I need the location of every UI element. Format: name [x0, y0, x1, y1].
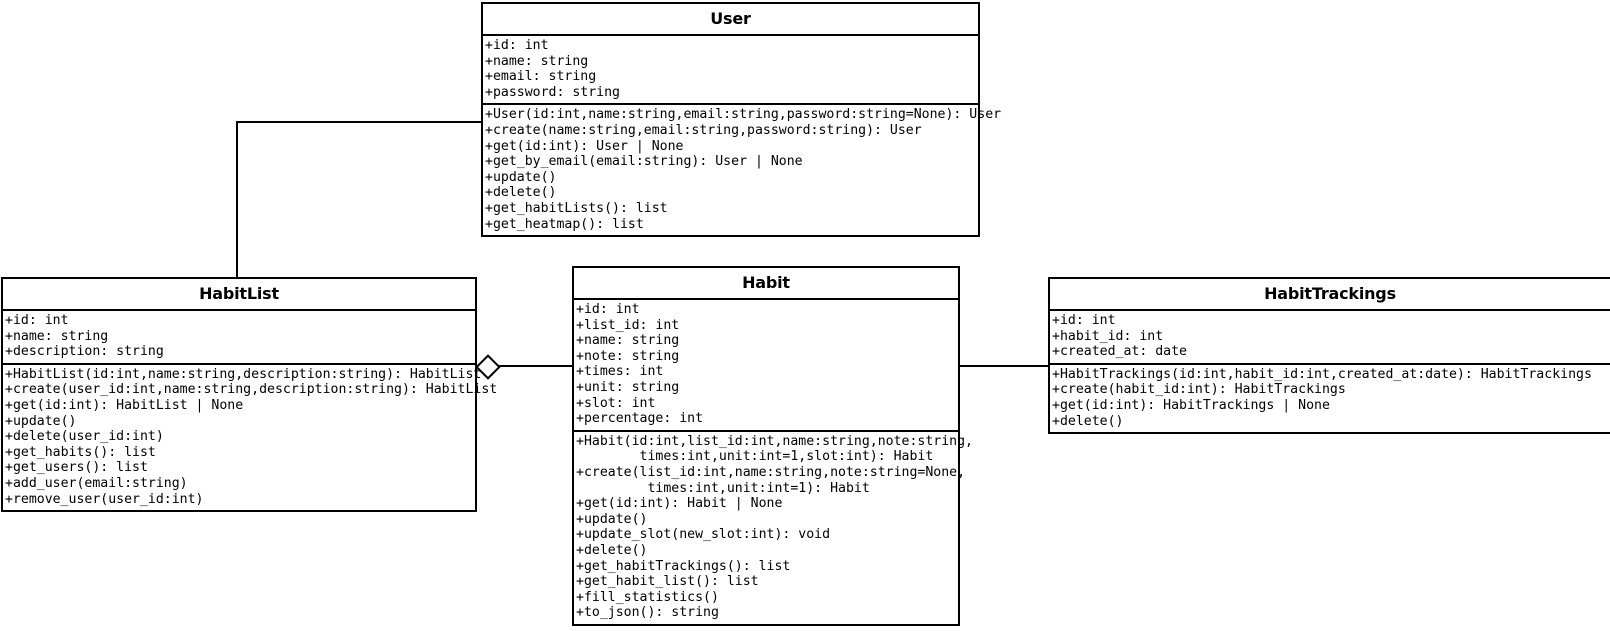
- edge-user-habitlist-vertical: [236, 121, 238, 279]
- attribute-row: +id: int: [1052, 313, 1116, 328]
- edge-habit-habittrackings: [958, 365, 1050, 367]
- method-row: +create(name:string,email:string,passwor…: [485, 122, 922, 138]
- methods-compartment-habittrackings: +HabitTrackings(id:int,habit_id:int,crea…: [1050, 365, 1610, 432]
- method-row: +get_habitLists(): list: [485, 200, 668, 216]
- class-separator: [1050, 309, 1610, 311]
- class-separator: [483, 34, 978, 36]
- class-box-user[interactable]: User +id: int +name: string +email: stri…: [481, 2, 1002, 238]
- method-row-continuation: times:int,unit:int=1,slot:int): Habit: [576, 449, 934, 465]
- edge-user-habitlist-horizontal: [236, 121, 482, 123]
- attribute-row: +unit: string: [576, 379, 680, 395]
- method-row: +get_heatmap(): list: [485, 216, 644, 232]
- class-box-habit[interactable]: Habit +id: int +list_id: int +name: stri…: [572, 266, 973, 626]
- method-row: +create(habit_id:int): HabitTrackings: [1052, 382, 1346, 398]
- attribute-row: +password: string: [485, 84, 620, 100]
- class-title-habitlist: HabitList: [199, 284, 279, 303]
- attribute-row: +name: string: [576, 333, 680, 349]
- class-separator: [3, 362, 475, 365]
- attributes-compartment-user: +id: int +name: string +email: string +p…: [483, 36, 978, 103]
- attribute-row: +list_id: int: [576, 317, 680, 333]
- method-row: +delete(user_id:int): [5, 429, 164, 445]
- method-row: +get_users(): list: [5, 460, 148, 476]
- attribute-row: +description: string: [5, 344, 164, 360]
- method-row: +update(): [485, 169, 557, 185]
- methods-compartment-habitlist: +HabitList(id:int,name:string,descriptio…: [3, 365, 498, 510]
- attributes-compartment-habitlist: +id: int +name: string +description: str…: [3, 311, 475, 363]
- attribute-row: +id: int: [576, 302, 640, 317]
- method-row: +get_habits(): list: [5, 444, 156, 460]
- method-row: +Habit(id:int,list_id:int,name:string,no…: [576, 433, 973, 449]
- method-row: +get_by_email(email:string): User | None: [485, 154, 803, 170]
- class-title-habittrackings: HabitTrackings: [1264, 284, 1396, 303]
- method-row: +get(id:int): User | None: [485, 138, 684, 154]
- method-row: +get(id:int): Habit | None: [576, 496, 783, 512]
- attribute-row: +note: string: [576, 348, 680, 364]
- method-row: +get_habitTrackings(): list: [576, 558, 791, 574]
- class-box-habittrackings[interactable]: HabitTrackings +id: int +habit_id: int +…: [1048, 277, 1610, 435]
- method-row: +HabitList(id:int,name:string,descriptio…: [5, 366, 482, 382]
- method-row: +create(user_id:int,name:string,descript…: [5, 382, 498, 398]
- method-row: +delete(): [1052, 413, 1124, 429]
- method-row: +add_user(email:string): [5, 475, 188, 491]
- method-row: +delete(): [576, 542, 648, 558]
- class-separator: [574, 298, 958, 300]
- attribute-row: +times: int: [576, 364, 664, 380]
- method-row: +create(list_id:int,name:string,note:str…: [576, 464, 966, 480]
- method-row: +remove_user(user_id:int): [5, 491, 204, 507]
- attribute-row: +name: string: [485, 53, 589, 69]
- class-box-habitlist[interactable]: HabitList +id: int +name: string +descri…: [1, 277, 498, 513]
- edge-habitlist-habit: [477, 365, 573, 367]
- method-row: +HabitTrackings(id:int,habit_id:int,crea…: [1052, 366, 1592, 382]
- method-row: +update(): [576, 511, 648, 527]
- attribute-row: +id: int: [5, 313, 69, 328]
- method-row: +to_json(): string: [576, 605, 719, 621]
- method-row: +update(): [5, 413, 77, 429]
- methods-compartment-user: +User(id:int,name:string,email:string,pa…: [483, 105, 1002, 235]
- method-row: +delete(): [485, 185, 557, 201]
- attribute-row: +percentage: int: [576, 411, 704, 427]
- method-row-continuation: times:int,unit:int=1): Habit: [576, 480, 870, 496]
- class-separator: [574, 429, 958, 432]
- attribute-row: +name: string: [5, 328, 109, 344]
- methods-compartment-habit: +Habit(id:int,list_id:int,name:string,no…: [574, 432, 973, 624]
- attribute-row: +slot: int: [576, 395, 656, 411]
- method-row: +get(id:int): HabitTrackings | None: [1052, 397, 1330, 413]
- attributes-compartment-habit: +id: int +list_id: int +name: string +no…: [574, 300, 958, 430]
- attribute-row: +id: int: [485, 38, 549, 53]
- attribute-row: +email: string: [485, 69, 597, 85]
- class-separator: [3, 309, 475, 311]
- class-title-habit: Habit: [742, 273, 790, 292]
- class-separator: [483, 103, 978, 106]
- attributes-compartment-habittrackings: +id: int +habit_id: int +created_at: dat…: [1050, 311, 1610, 363]
- method-row: +fill_statistics(): [576, 589, 719, 605]
- method-row: +update_slot(new_slot:int): void: [576, 527, 831, 543]
- class-title-user: User: [710, 9, 751, 28]
- attribute-row: +habit_id: int: [1052, 328, 1164, 344]
- class-separator: [1050, 362, 1610, 365]
- method-row: +User(id:int,name:string,email:string,pa…: [485, 107, 1002, 123]
- method-row: +get_habit_list(): list: [576, 574, 759, 590]
- method-row: +get(id:int): HabitList | None: [5, 397, 244, 413]
- attribute-row: +created_at: date: [1052, 344, 1187, 360]
